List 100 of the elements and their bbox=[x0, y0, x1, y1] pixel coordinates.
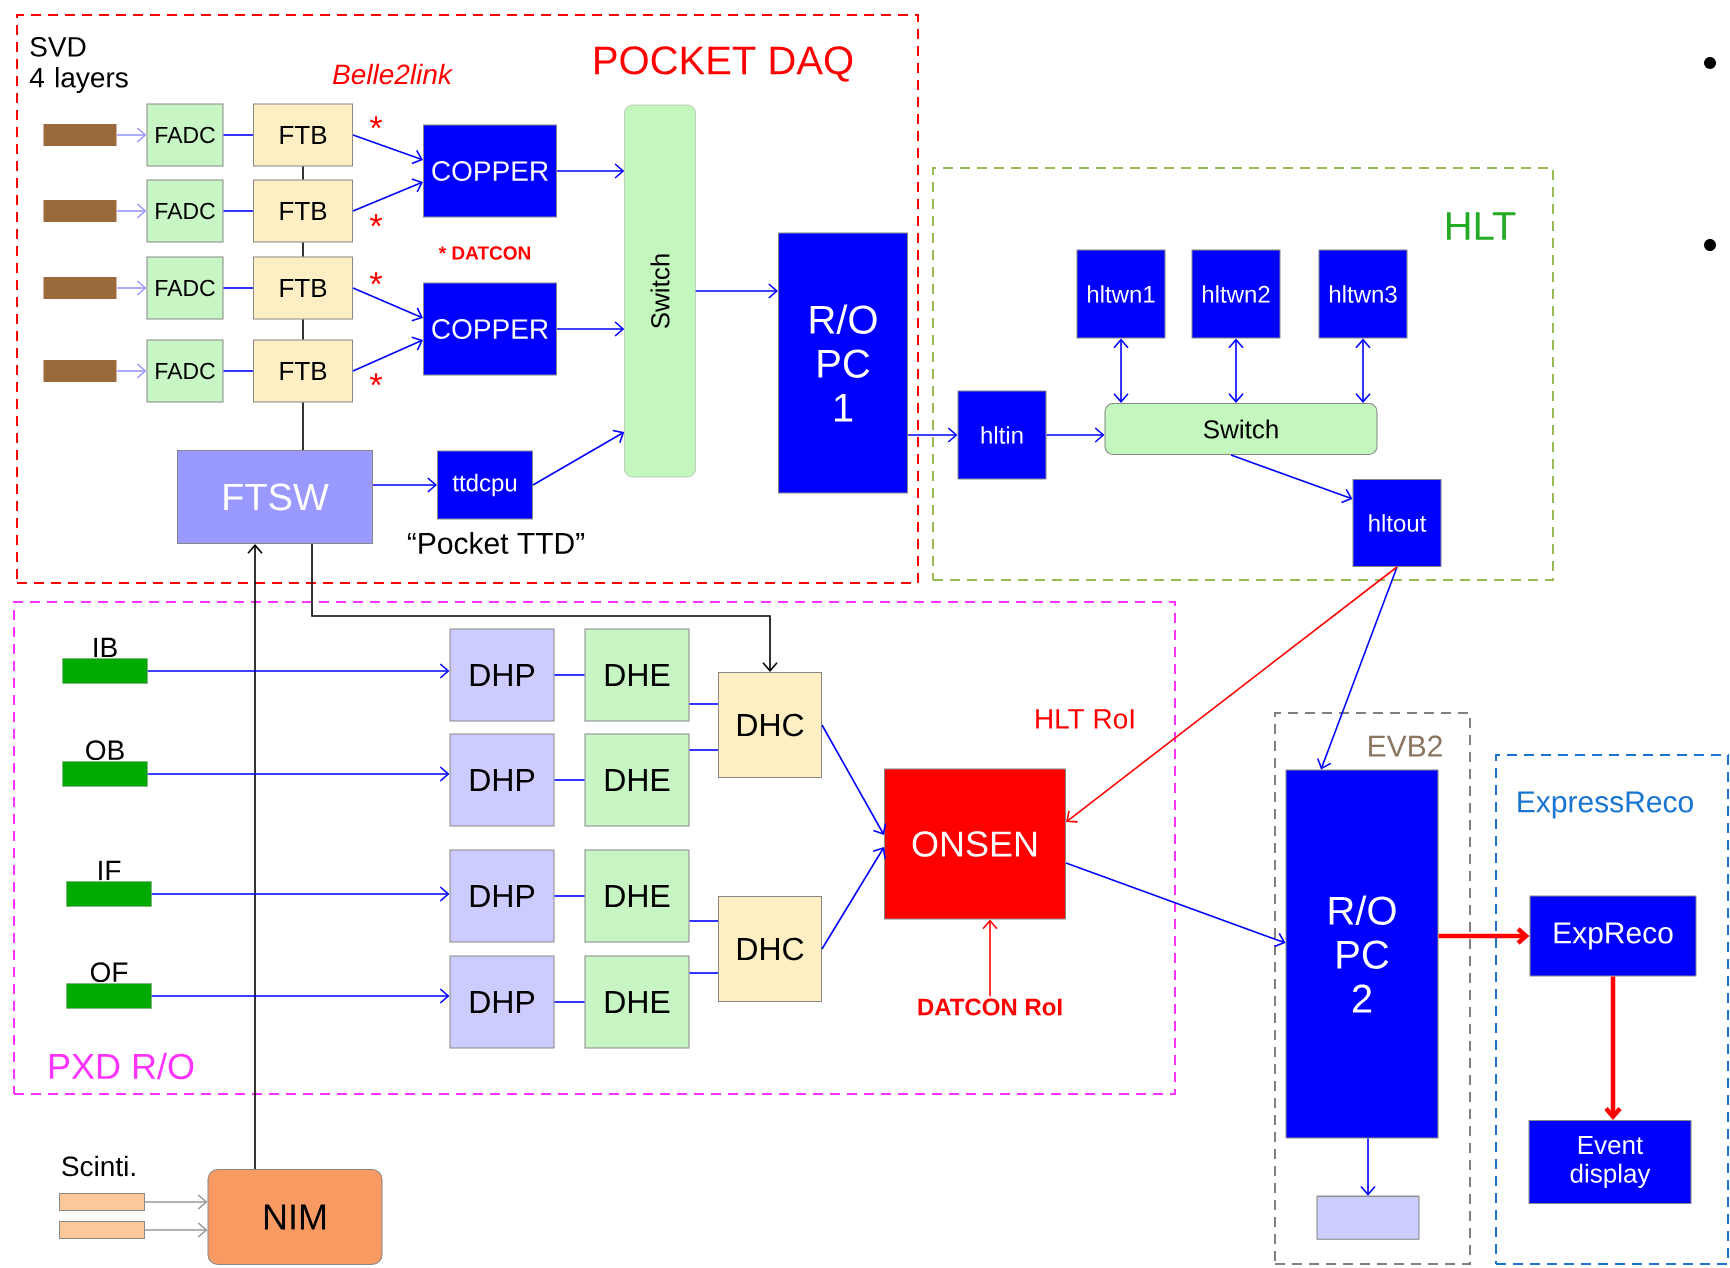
module-box: FTSW bbox=[177, 450, 373, 544]
arrow bbox=[116, 127, 147, 143]
arrow bbox=[1228, 338, 1244, 403]
sensor-bar bbox=[43, 277, 117, 299]
scintillator-bar bbox=[59, 1221, 145, 1239]
module-box: NIM bbox=[207, 1169, 383, 1265]
arrow bbox=[116, 363, 147, 379]
node-label: IB bbox=[94, 637, 117, 658]
module-box: DHE bbox=[584, 628, 690, 722]
connector-line bbox=[302, 401, 304, 451]
arrow bbox=[1230, 454, 1353, 504]
server-box: hltwn2 bbox=[1191, 249, 1281, 339]
module-box: FTB bbox=[253, 103, 353, 167]
arrow bbox=[532, 429, 625, 486]
arrow bbox=[556, 163, 625, 179]
arrow bbox=[352, 134, 423, 165]
note-text: * DATCON bbox=[438, 246, 530, 260]
sensor-bar: OF bbox=[66, 962, 152, 1009]
arrow bbox=[1065, 862, 1286, 948]
module-box: DHE bbox=[584, 733, 690, 827]
arrow bbox=[352, 287, 423, 322]
connector-line bbox=[553, 895, 586, 897]
disk-cylinder bbox=[1316, 1195, 1420, 1240]
module-box: FADC bbox=[146, 179, 224, 243]
arrow bbox=[150, 988, 450, 1004]
sensor-bar: IB bbox=[62, 637, 148, 684]
arrow bbox=[1360, 1137, 1376, 1196]
module-box: FTB bbox=[253, 339, 353, 403]
arrow bbox=[1045, 427, 1105, 443]
star-mark: * bbox=[369, 116, 383, 129]
module-box: DHP bbox=[449, 955, 555, 1049]
sensor-label: Scinti. bbox=[62, 1155, 135, 1177]
arrow bbox=[116, 203, 147, 219]
arrow bbox=[821, 724, 887, 835]
arrow bbox=[247, 544, 263, 1170]
node-label: OB bbox=[86, 740, 124, 761]
arrow bbox=[982, 919, 998, 998]
arrow bbox=[1316, 566, 1398, 770]
server-box: COPPER bbox=[423, 282, 557, 376]
arrow bbox=[144, 1194, 208, 1210]
module-box: DHP bbox=[449, 733, 555, 827]
module-box: FTB bbox=[253, 256, 353, 320]
layer-label: SVD 4 layers bbox=[29, 36, 128, 94]
switch-box: Switch bbox=[1104, 403, 1378, 455]
connector-line bbox=[222, 370, 254, 372]
module-box: ONSEN bbox=[884, 768, 1066, 920]
note-text: DATCON RoI bbox=[918, 998, 1062, 1016]
server-box: ttdcpu bbox=[437, 450, 533, 520]
arrow bbox=[1355, 338, 1371, 403]
scintillator-bar bbox=[59, 1193, 145, 1211]
arrow bbox=[146, 663, 450, 679]
arrow bbox=[1113, 338, 1129, 403]
connector-line bbox=[302, 165, 304, 181]
sensor-bar bbox=[43, 200, 117, 222]
sensor-bar bbox=[43, 124, 117, 146]
server-box: hltin bbox=[957, 390, 1047, 480]
link-label: Belle2link bbox=[332, 63, 454, 85]
arrow bbox=[144, 1222, 208, 1238]
switch-box: Switch bbox=[624, 104, 696, 478]
module-box: FTB bbox=[253, 179, 353, 243]
edge-label: HLT RoI bbox=[1031, 707, 1139, 731]
connector-line bbox=[302, 241, 304, 258]
node-label: IF bbox=[99, 860, 121, 881]
arrow bbox=[352, 178, 423, 212]
connector-line bbox=[688, 920, 719, 922]
sensor-bar bbox=[43, 360, 117, 382]
star-mark: * bbox=[369, 214, 383, 227]
server-box: Event display bbox=[1528, 1120, 1692, 1204]
connector-line bbox=[553, 779, 586, 781]
server-box: ExpReco bbox=[1529, 895, 1697, 977]
server-box: hltwn3 bbox=[1318, 249, 1408, 339]
connector-line bbox=[222, 134, 254, 136]
module-box: DHE bbox=[584, 955, 690, 1049]
server-box: R/O PC 1 bbox=[778, 232, 908, 494]
connector-line bbox=[688, 703, 719, 705]
module-box: FADC bbox=[146, 103, 224, 167]
arrow bbox=[1438, 927, 1530, 945]
module-box: FADC bbox=[146, 339, 224, 403]
star-mark: * bbox=[369, 272, 383, 285]
star-mark: * bbox=[369, 373, 383, 386]
arrow bbox=[116, 280, 147, 296]
arrow bbox=[352, 336, 423, 372]
connector-line bbox=[688, 749, 719, 751]
connector-line bbox=[222, 287, 254, 289]
connector-line bbox=[688, 972, 719, 974]
arrow bbox=[146, 766, 450, 782]
module-box: DHC bbox=[718, 672, 822, 778]
arrow bbox=[311, 543, 778, 672]
arrow bbox=[694, 283, 778, 299]
server-box: COPPER bbox=[423, 124, 557, 218]
caption-text: “Pocket TTD” bbox=[407, 532, 585, 554]
arrow bbox=[556, 321, 625, 337]
arrow bbox=[1604, 976, 1622, 1120]
sensor-bar: IF bbox=[66, 860, 152, 907]
module-box: FADC bbox=[146, 256, 224, 320]
module-box: DHP bbox=[449, 849, 555, 943]
connector-line bbox=[222, 210, 254, 212]
arrow bbox=[372, 477, 437, 493]
connector-line bbox=[302, 318, 304, 341]
connector-line bbox=[553, 674, 586, 676]
